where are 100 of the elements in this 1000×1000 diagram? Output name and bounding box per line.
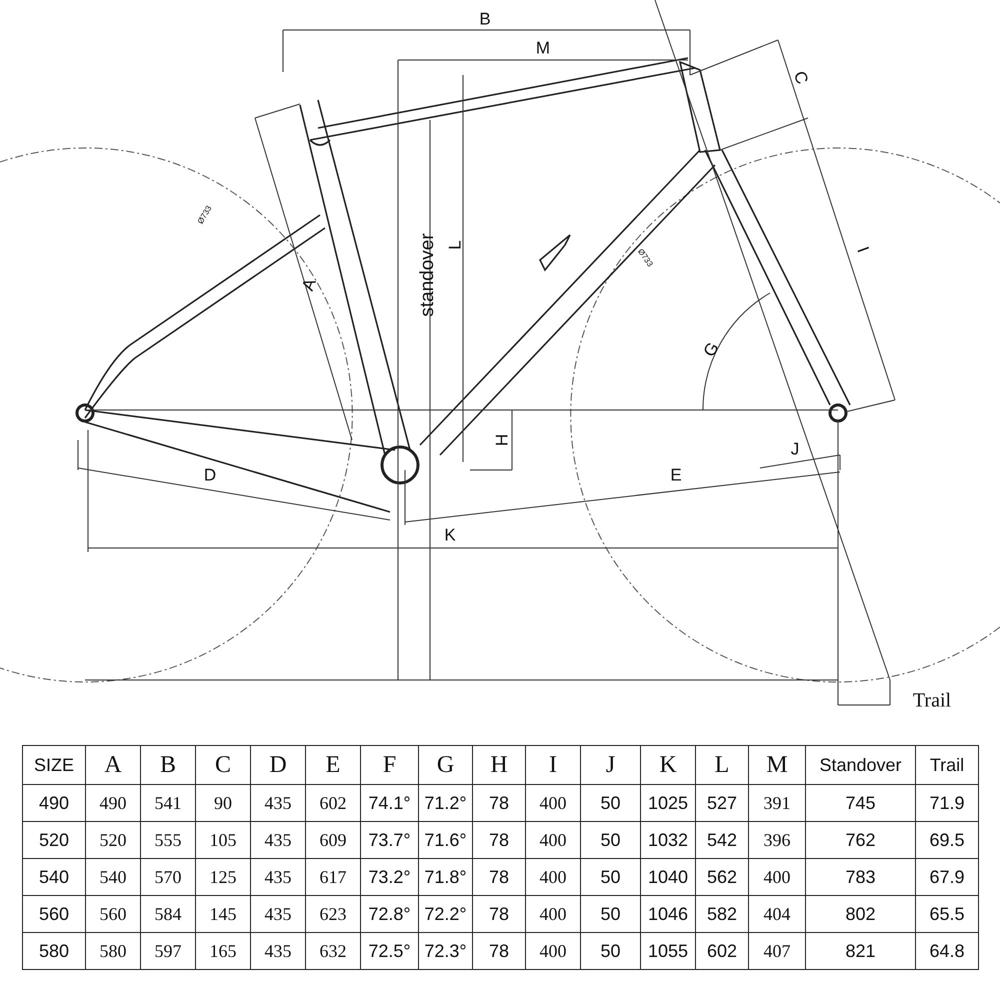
measurement-value: 74.1° (360, 784, 418, 822)
measurement-value: 400 (526, 858, 580, 896)
measurement-value: 78 (472, 858, 526, 896)
column-header: Trail (916, 746, 978, 784)
dimension-label: H (492, 434, 512, 446)
dimension-label: standover (417, 233, 438, 317)
measurement-value: 72.2° (418, 896, 472, 932)
dimension-label: G (700, 339, 723, 360)
measurement-value: 541 (140, 784, 196, 822)
column-header: A (86, 746, 140, 784)
measurement-value: 435 (250, 932, 306, 970)
size-value: 580 (22, 932, 86, 970)
measurement-value: 125 (196, 858, 250, 896)
measurement-value: 1032 (640, 822, 696, 858)
measurement-value: 617 (306, 858, 360, 896)
size-value: 520 (22, 822, 86, 858)
column-header: I (526, 746, 580, 784)
measurement-value: 50 (580, 932, 640, 970)
measurement-value: 632 (306, 932, 360, 970)
measurement-value: 71.6° (418, 822, 472, 858)
measurement-value: 1055 (640, 932, 696, 970)
measurement-value: 404 (748, 896, 806, 932)
measurement-value: 50 (580, 784, 640, 822)
measurement-value: 597 (140, 932, 196, 970)
measurement-value: 490 (86, 784, 140, 822)
measurement-value: 602 (306, 784, 360, 822)
measurement-value: 72.3° (418, 932, 472, 970)
measurement-value: 1046 (640, 896, 696, 932)
column-header: E (306, 746, 360, 784)
column-header: L (696, 746, 748, 784)
measurement-value: 165 (196, 932, 250, 970)
size-value: 560 (22, 896, 86, 932)
measurement-value: 1040 (640, 858, 696, 896)
measurement-value: 602 (696, 932, 748, 970)
measurement-value: 71.9 (916, 784, 978, 822)
column-header: Standover (806, 746, 916, 784)
measurement-value: 435 (250, 896, 306, 932)
measurement-value: 64.8 (916, 932, 978, 970)
measurement-value: 50 (580, 822, 640, 858)
column-header: M (748, 746, 806, 784)
dimension-label: C (790, 68, 812, 87)
column-header: D (250, 746, 306, 784)
measurement-value: 609 (306, 822, 360, 858)
measurement-value: 78 (472, 784, 526, 822)
measurement-value: 555 (140, 822, 196, 858)
column-header: H (472, 746, 526, 784)
measurement-value: 90 (196, 784, 250, 822)
measurement-value: 78 (472, 896, 526, 932)
measurement-value: 542 (696, 822, 748, 858)
measurement-value: 745 (806, 784, 916, 822)
measurement-value: 520 (86, 822, 140, 858)
column-header: G (418, 746, 472, 784)
column-header: B (140, 746, 196, 784)
column-header: K (640, 746, 696, 784)
measurement-value: 400 (526, 822, 580, 858)
dimension-label: J (790, 439, 800, 458)
measurement-value: 72.5° (360, 932, 418, 970)
measurement-value: 802 (806, 896, 916, 932)
dimension-label: B (479, 9, 491, 28)
measurement-value: 400 (526, 784, 580, 822)
dimension-label: I (853, 244, 873, 256)
measurement-value: 50 (580, 858, 640, 896)
measurement-value: 540 (86, 858, 140, 896)
dimension-label: K (444, 525, 456, 544)
measurement-value: 78 (472, 822, 526, 858)
measurement-value: 400 (526, 896, 580, 932)
measurement-value: 580 (86, 932, 140, 970)
measurement-value: 527 (696, 784, 748, 822)
measurement-value: 396 (748, 822, 806, 858)
column-header: SIZE (22, 746, 86, 784)
measurement-value: 570 (140, 858, 196, 896)
dimension-label: L (445, 240, 464, 250)
measurement-value: 435 (250, 858, 306, 896)
measurement-value: 623 (306, 896, 360, 932)
measurement-value: 584 (140, 896, 196, 932)
column-header: C (196, 746, 250, 784)
measurement-value: 1025 (640, 784, 696, 822)
measurement-value: 78 (472, 932, 526, 970)
dimension-label: A (298, 276, 320, 294)
column-header: J (580, 746, 640, 784)
measurement-value: 50 (580, 896, 640, 932)
dimension-label: E (670, 465, 682, 484)
measurement-value: 400 (526, 932, 580, 970)
measurement-value: 821 (806, 932, 916, 970)
measurement-value: 71.8° (418, 858, 472, 896)
size-value: 540 (22, 858, 86, 896)
measurement-value: 72.8° (360, 896, 418, 932)
measurement-value: 69.5 (916, 822, 978, 858)
measurement-value: 407 (748, 932, 806, 970)
dimension-label: D (204, 465, 216, 484)
measurement-value: 400 (748, 858, 806, 896)
size-value: 490 (22, 784, 86, 822)
dimension-label: M (536, 38, 550, 58)
measurement-value: 105 (196, 822, 250, 858)
measurement-value: 73.7° (360, 822, 418, 858)
measurement-value: 67.9 (916, 858, 978, 896)
column-header: F (360, 746, 418, 784)
measurement-value: 71.2° (418, 784, 472, 822)
measurement-value: 783 (806, 858, 916, 896)
measurement-value: 65.5 (916, 896, 978, 932)
